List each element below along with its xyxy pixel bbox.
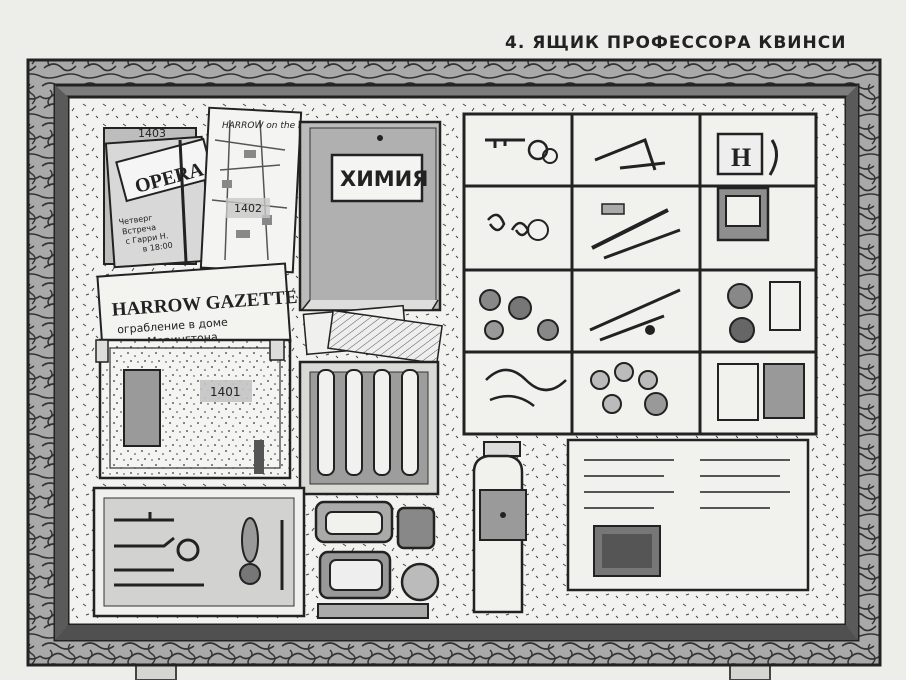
dissection-tools-case[interactable] (92, 486, 306, 618)
harrow-gazette-newspaper[interactable]: HARROW GAZETTE ограбление в доме сэра Ме… (96, 262, 298, 356)
monogram-h-icon: H (731, 143, 751, 172)
page-title: 4. ЯЩИК ПРОФЕССОРА КВИНСИ (505, 33, 847, 53)
small-boxes[interactable] (314, 500, 440, 619)
map-title: HARROW on the Hill (222, 121, 313, 131)
buttons-compartment-2[interactable] (590, 362, 668, 416)
opera-note-line-4: в 18:00 (142, 241, 173, 254)
monogram-stamp-compartment[interactable]: H (716, 132, 778, 176)
tweezers-compartment[interactable] (594, 138, 666, 171)
stack-of-documents[interactable] (566, 438, 810, 592)
ink-bottle[interactable] (472, 441, 527, 614)
paperclips-compartment[interactable] (487, 213, 549, 241)
pen-nibs-compartment[interactable] (589, 288, 681, 342)
string-compartment[interactable] (485, 368, 567, 407)
map-number: 1402 (234, 202, 262, 215)
chemistry-book-title: ХИМИЯ (340, 167, 428, 191)
test-tube-rack[interactable] (298, 360, 440, 496)
cards-compartment[interactable] (717, 363, 805, 421)
case-number: 1401 (210, 385, 241, 399)
opera-ticket-stack[interactable]: OPERA 1403 Четверг Встреча с Гарри Н. в … (103, 127, 215, 269)
buttons-compartment-1[interactable] (479, 289, 559, 341)
loose-papers[interactable] (302, 304, 443, 365)
seals-compartment[interactable] (727, 281, 801, 343)
ticket-number: 1403 (138, 127, 166, 140)
chemistry-book[interactable]: ХИМИЯ (298, 120, 442, 312)
evidence-case-1401[interactable]: 1401 (95, 338, 292, 480)
ink-pot-compartment[interactable] (716, 186, 770, 242)
harrow-map[interactable]: HARROW on the Hill 1402 (199, 106, 313, 274)
pencils-compartment[interactable] (591, 203, 681, 260)
keys-compartment[interactable] (485, 138, 558, 164)
